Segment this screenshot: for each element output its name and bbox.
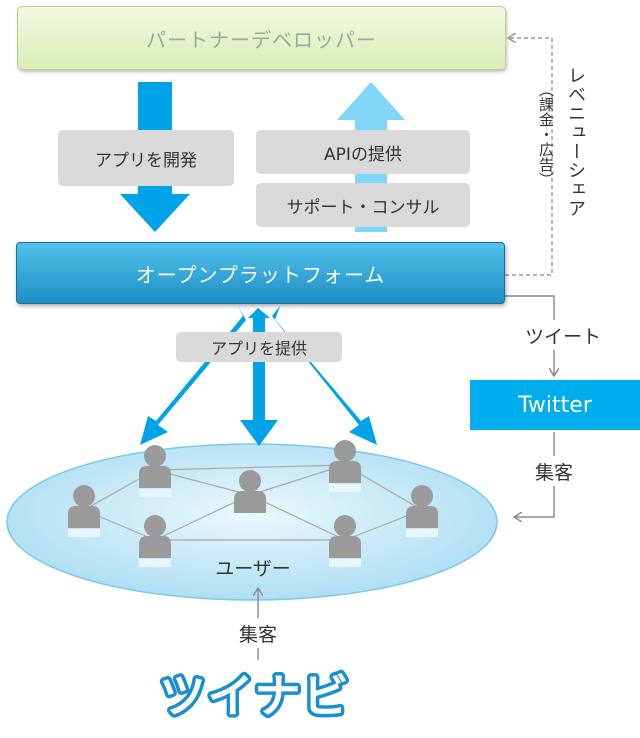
develop-apps-label: アプリを開発: [58, 130, 234, 186]
open-platform-box: オープンプラットフォーム: [16, 242, 505, 304]
twitter-box: Twitter: [470, 380, 640, 430]
tsuinavi-logo-text: ツイナビ: [159, 669, 350, 723]
api-label: APIの提供: [256, 130, 470, 174]
open-platform-label: オープンプラットフォーム: [135, 262, 386, 287]
partner-developer-box: パートナーデベロッパー: [17, 6, 506, 70]
attract-twitter-label: 集客: [522, 456, 586, 486]
tsuinavi-logo: ツイナビ: [156, 666, 352, 727]
revenue-share-sub-label: （課金・広告）: [537, 82, 555, 187]
revenue-connector: [505, 38, 553, 276]
partner-developer-label: パートナーデベロッパー: [146, 27, 377, 52]
user-ellipse: [6, 443, 498, 601]
provide-apps-label: アプリを提供: [176, 332, 342, 362]
support-label: サポート・コンサル: [256, 183, 470, 227]
provide-arrows: [140, 306, 377, 446]
users-label: ユーザー: [215, 557, 291, 580]
attract-bottom-label: 集客: [226, 618, 290, 648]
tweet-label: ツイート: [508, 320, 618, 350]
twitter-label: Twitter: [518, 392, 592, 418]
revenue-share-label: レベニューシェア: [565, 66, 586, 218]
